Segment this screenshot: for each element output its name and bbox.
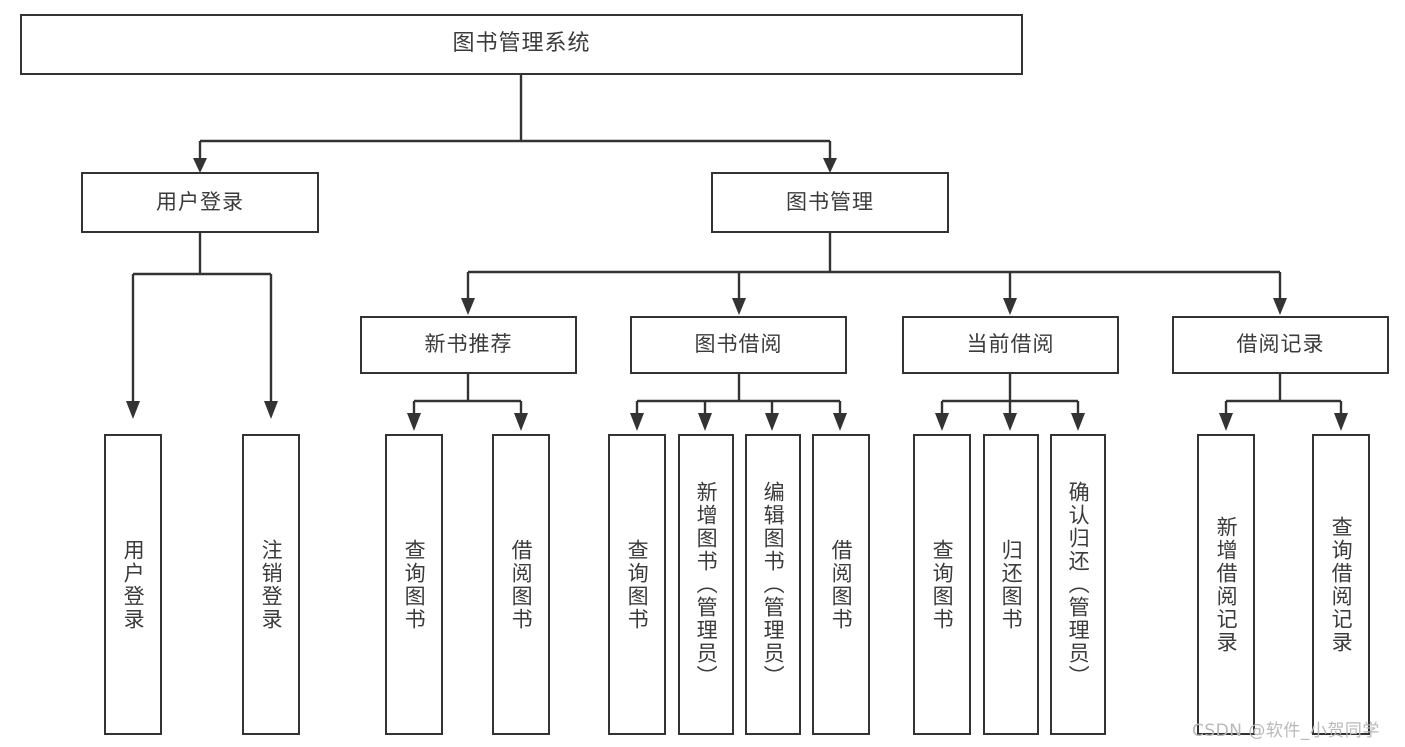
arrowhead-borrow-leaf3 bbox=[765, 413, 779, 431]
leaf-record-add-record[interactable]: 新增借阅记录 bbox=[1197, 434, 1255, 735]
leaf-user-login[interactable]: 用户登录 bbox=[104, 434, 162, 735]
arrowhead-borrow-leaf1 bbox=[630, 413, 644, 431]
leaf-current-query-book-label: 查询图书 bbox=[930, 538, 955, 631]
csdn-watermark: CSDN @软件_小贺同学 bbox=[1192, 721, 1380, 741]
leaf-newbook-query-book[interactable]: 查询图书 bbox=[385, 434, 443, 735]
arrowhead-current-leaf2 bbox=[1003, 413, 1017, 431]
leaf-borrow-query-book-label: 查询图书 bbox=[625, 538, 650, 631]
arrowhead-record-leaf1 bbox=[1219, 413, 1233, 431]
leaf-logout-label: 注销登录 bbox=[259, 538, 284, 631]
arrowhead-leaf-user-login bbox=[126, 401, 140, 419]
node-borrow-record-label: 借阅记录 bbox=[1236, 332, 1325, 357]
leaf-borrow-borrow-book-label: 借阅图书 bbox=[829, 538, 854, 631]
arrowhead-newbook-leaf2 bbox=[514, 413, 528, 431]
node-user-login[interactable]: 用户登录 bbox=[81, 172, 319, 233]
leaf-borrow-edit-book[interactable]: 编辑图书（管理员） bbox=[745, 434, 801, 735]
leaf-current-query-book[interactable]: 查询图书 bbox=[913, 434, 971, 735]
leaf-borrow-borrow-book[interactable]: 借阅图书 bbox=[812, 434, 870, 735]
leaf-newbook-query-book-label: 查询图书 bbox=[402, 538, 427, 631]
leaf-borrow-edit-book-label: 编辑图书（管理员） bbox=[761, 481, 786, 688]
leaf-borrow-query-book[interactable]: 查询图书 bbox=[608, 434, 666, 735]
arrowhead-book-borrow bbox=[732, 298, 746, 315]
arrowhead-borrow-leaf2 bbox=[698, 413, 712, 431]
arrowhead-current-borrow bbox=[1003, 298, 1017, 315]
arrowhead-borrow-leaf4 bbox=[833, 413, 847, 431]
node-book-management[interactable]: 图书管理 bbox=[711, 172, 949, 233]
node-new-book-recommend-label: 新书推荐 bbox=[424, 332, 513, 357]
node-borrow-record[interactable]: 借阅记录 bbox=[1172, 316, 1389, 374]
leaf-current-return-book-label: 归还图书 bbox=[999, 538, 1024, 631]
node-book-borrow-label: 图书借阅 bbox=[694, 332, 783, 357]
leaf-record-add-record-label: 新增借阅记录 bbox=[1214, 515, 1239, 654]
leaf-record-query-record[interactable]: 查询借阅记录 bbox=[1312, 434, 1370, 735]
leaf-borrow-add-book[interactable]: 新增图书（管理员） bbox=[678, 434, 734, 735]
leaf-newbook-borrow-book-label: 借阅图书 bbox=[509, 538, 534, 631]
node-book-management-label: 图书管理 bbox=[786, 189, 874, 214]
arrowhead-record-leaf2 bbox=[1334, 413, 1348, 431]
leaf-logout[interactable]: 注销登录 bbox=[242, 434, 300, 735]
arrowhead-borrow-record bbox=[1273, 298, 1287, 315]
node-root[interactable]: 图书管理系统 bbox=[20, 14, 1023, 75]
leaf-current-confirm-return-label: 确认归还（管理员） bbox=[1066, 481, 1091, 688]
node-current-borrow-label: 当前借阅 bbox=[966, 332, 1055, 357]
leaf-current-return-book[interactable]: 归还图书 bbox=[983, 434, 1039, 735]
node-new-book-recommend[interactable]: 新书推荐 bbox=[360, 316, 577, 374]
arrowhead-current-leaf3 bbox=[1071, 413, 1085, 431]
arrowhead-leaf-logout bbox=[264, 401, 278, 419]
arrowhead-current-leaf1 bbox=[935, 413, 949, 431]
leaf-newbook-borrow-book[interactable]: 借阅图书 bbox=[492, 434, 550, 735]
node-root-label: 图书管理系统 bbox=[452, 31, 591, 57]
node-user-login-label: 用户登录 bbox=[156, 189, 244, 214]
node-book-borrow[interactable]: 图书借阅 bbox=[630, 316, 847, 374]
leaf-user-login-label: 用户登录 bbox=[121, 538, 146, 631]
leaf-borrow-add-book-label: 新增图书（管理员） bbox=[694, 481, 719, 688]
arrowhead-book-mgmt bbox=[823, 158, 837, 173]
leaf-record-query-record-label: 查询借阅记录 bbox=[1329, 515, 1354, 654]
arrowhead-new-book bbox=[461, 298, 475, 315]
node-current-borrow[interactable]: 当前借阅 bbox=[902, 316, 1119, 374]
leaf-current-confirm-return[interactable]: 确认归还（管理员） bbox=[1050, 434, 1106, 735]
arrowhead-user-login bbox=[193, 158, 207, 173]
arrowhead-newbook-leaf1 bbox=[407, 413, 421, 431]
